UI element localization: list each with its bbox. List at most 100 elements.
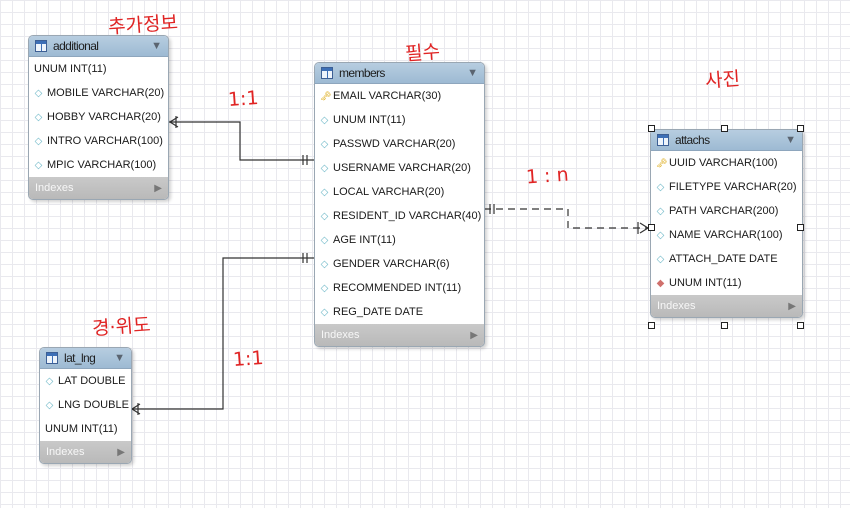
column-row[interactable]: ◇GENDER VARCHAR(6) bbox=[315, 252, 484, 276]
expand-arrow-icon[interactable]: ▶ bbox=[470, 329, 478, 341]
indexes-bar[interactable]: Indexes ▶ bbox=[651, 295, 802, 317]
relation-latlng-members bbox=[130, 257, 314, 410]
column-label: LAT DOUBLE bbox=[58, 375, 126, 387]
crowfoot-additional bbox=[168, 116, 179, 128]
column-diamond-icon: ◇ bbox=[34, 87, 43, 99]
column-diamond-icon: ◇ bbox=[656, 253, 665, 265]
column-row[interactable]: ◇ LOCAL VARCHAR(20) bbox=[315, 180, 484, 204]
column-diamond-icon: ◇ bbox=[656, 229, 665, 241]
column-row[interactable]: ◇REG_DATE DATE bbox=[315, 300, 484, 324]
column-row[interactable]: ◇ATTACH_DATE DATE bbox=[651, 247, 802, 271]
table-icon bbox=[657, 134, 669, 146]
table-icon bbox=[321, 67, 333, 79]
column-diamond-icon: ◇ bbox=[320, 138, 329, 150]
table-header[interactable]: members ▼ bbox=[315, 63, 484, 84]
table-members[interactable]: members ▼ 🗝EMAIL VARCHAR(30) ◇ UNUM INT(11… bbox=[314, 62, 485, 347]
column-label: RESIDENT_ID VARCHAR(40) bbox=[333, 210, 482, 222]
column-row[interactable]: ◇ AGE INT(11) bbox=[315, 228, 484, 252]
table-name: attachs bbox=[675, 133, 710, 147]
expand-arrow-icon[interactable]: ▶ bbox=[117, 446, 125, 458]
column-diamond-icon: ◇ bbox=[34, 135, 43, 147]
indexes-label: Indexes bbox=[657, 300, 696, 312]
column-label: AGE INT(11) bbox=[333, 234, 396, 246]
column-label: UNUM INT(11) bbox=[34, 63, 107, 75]
table-header[interactable]: lat_lng ▼ bbox=[40, 348, 131, 369]
table-name: members bbox=[339, 66, 385, 80]
column-row[interactable]: ◇ NAME VARCHAR(100) bbox=[651, 223, 802, 247]
column-label: UNUM INT(11) bbox=[669, 277, 742, 289]
column-row[interactable]: ◇FILETYPE VARCHAR(20) bbox=[651, 175, 802, 199]
collapse-triangle-icon[interactable]: ▼ bbox=[114, 352, 125, 364]
column-label: EMAIL VARCHAR(30) bbox=[333, 90, 442, 102]
column-row[interactable]: ◇RESIDENT_ID VARCHAR(40) bbox=[315, 204, 484, 228]
column-label: REG_DATE DATE bbox=[333, 306, 424, 318]
column-label: NAME VARCHAR(100) bbox=[669, 229, 783, 241]
indexes-bar[interactable]: Indexes ▶ bbox=[40, 441, 131, 463]
table-name: lat_lng bbox=[64, 351, 96, 365]
indexes-label: Indexes bbox=[46, 446, 85, 458]
column-row[interactable]: ◇ UNUM INT(11) bbox=[315, 108, 484, 132]
collapse-triangle-icon[interactable]: ▼ bbox=[467, 67, 478, 79]
column-row[interactable]: ◇ MOBILE VARCHAR(20) bbox=[29, 81, 168, 105]
column-diamond-icon: ◇ bbox=[320, 186, 329, 198]
relation-additional-members bbox=[168, 121, 314, 161]
column-diamond-icon: ◇ bbox=[320, 234, 329, 246]
column-row[interactable]: ◇INTRO VARCHAR(100) bbox=[29, 129, 168, 153]
table-icon bbox=[35, 40, 47, 52]
collapse-triangle-icon[interactable]: ▼ bbox=[151, 40, 162, 52]
indexes-label: Indexes bbox=[321, 329, 360, 341]
column-row[interactable]: ◆ UNUM INT(11) bbox=[651, 271, 802, 295]
column-row[interactable]: ◇MPIC VARCHAR(100) bbox=[29, 153, 168, 177]
table-header[interactable]: additional ▼ bbox=[29, 36, 168, 57]
expand-arrow-icon[interactable]: ▶ bbox=[788, 300, 796, 312]
column-diamond-icon: ◇ bbox=[320, 282, 329, 294]
column-diamond-icon: ◇ bbox=[34, 111, 43, 123]
indexes-label: Indexes bbox=[35, 182, 74, 194]
column-row[interactable]: ◇ RECOMMENDED INT(11) bbox=[315, 276, 484, 300]
column-row[interactable]: ◇ LAT DOUBLE bbox=[40, 369, 131, 393]
column-row[interactable]: UNUM INT(11) bbox=[29, 57, 168, 81]
column-row[interactable]: ◇ PASSWD VARCHAR(20) bbox=[315, 132, 484, 156]
note-additional: 추가정보 bbox=[107, 11, 179, 39]
collapse-triangle-icon[interactable]: ▼ bbox=[785, 134, 796, 146]
indexes-bar[interactable]: Indexes ▶ bbox=[315, 324, 484, 346]
indexes-bar[interactable]: Indexes ▶ bbox=[29, 177, 168, 199]
note-members: 필수 bbox=[404, 40, 441, 66]
column-label: MOBILE VARCHAR(20) bbox=[47, 87, 165, 99]
note-rel-attachs: 1 : n bbox=[525, 163, 570, 189]
column-label: PASSWD VARCHAR(20) bbox=[333, 138, 456, 150]
note-lat-lng: 경·위도 bbox=[91, 313, 152, 341]
foreign-key-icon: ◆ bbox=[656, 277, 665, 289]
primary-key-icon: 🗝 bbox=[320, 90, 332, 101]
note-rel-additional: 1:1 bbox=[227, 86, 260, 112]
table-lat-lng[interactable]: lat_lng ▼ ◇ LAT DOUBLE ◇LNG DOUBLE UNUM INT… bbox=[39, 347, 132, 464]
table-name: additional bbox=[53, 39, 99, 53]
column-row[interactable]: ◇LNG DOUBLE bbox=[40, 393, 131, 417]
column-diamond-icon: ◇ bbox=[656, 205, 665, 217]
expand-arrow-icon[interactable]: ▶ bbox=[154, 182, 162, 194]
note-rel-lat-lng: 1:1 bbox=[232, 346, 265, 372]
table-additional[interactable]: additional ▼ UNUM INT(11) ◇ MOBILE VARCHAR… bbox=[28, 35, 169, 200]
column-label: LOCAL VARCHAR(20) bbox=[333, 186, 445, 198]
column-row[interactable]: ◇USERNAME VARCHAR(20) bbox=[315, 156, 484, 180]
table-header[interactable]: attachs ▼ bbox=[651, 130, 802, 151]
column-diamond-icon: ◇ bbox=[320, 114, 329, 126]
column-label: GENDER VARCHAR(6) bbox=[333, 258, 450, 270]
table-attachs[interactable]: attachs ▼ 🗝UUID VARCHAR(100)◇FILETYPE VA… bbox=[650, 129, 803, 318]
column-diamond-icon: ◇ bbox=[34, 159, 43, 171]
column-label: PATH VARCHAR(200) bbox=[669, 205, 779, 217]
column-label: UNUM INT(11) bbox=[45, 423, 118, 435]
table-icon bbox=[46, 352, 58, 364]
note-attachs: 사진 bbox=[704, 67, 741, 93]
column-row[interactable]: ◇ PATH VARCHAR(200) bbox=[651, 199, 802, 223]
column-label: USERNAME VARCHAR(20) bbox=[333, 162, 471, 174]
column-row[interactable]: 🗝EMAIL VARCHAR(30) bbox=[315, 84, 484, 108]
column-label: UNUM INT(11) bbox=[333, 114, 406, 126]
column-row[interactable]: UNUM INT(11) bbox=[40, 417, 131, 441]
column-row[interactable]: 🗝UUID VARCHAR(100) bbox=[651, 151, 802, 175]
column-diamond-icon: ◇ bbox=[656, 181, 665, 193]
column-row[interactable]: ◇HOBBY VARCHAR(20) bbox=[29, 105, 168, 129]
column-label: RECOMMENDED INT(11) bbox=[333, 282, 462, 294]
column-diamond-icon: ◇ bbox=[45, 375, 54, 387]
